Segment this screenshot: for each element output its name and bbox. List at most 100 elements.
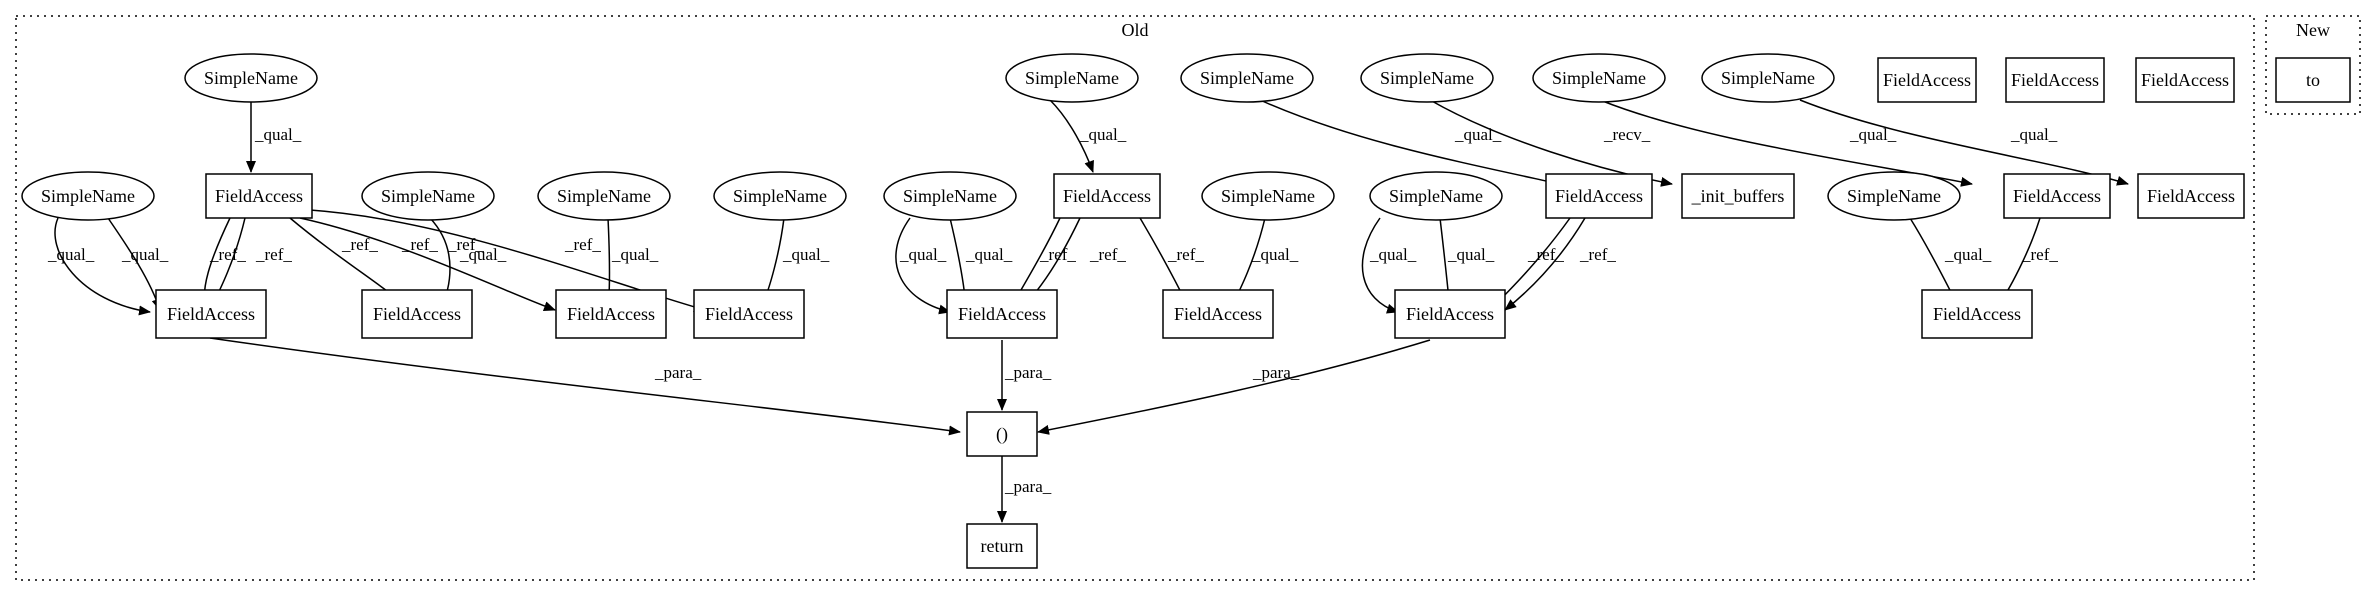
edge-label: _qual_: [965, 245, 1013, 264]
edge-label: _qual_: [47, 245, 95, 264]
node-label: FieldAccess: [373, 304, 461, 324]
node-label: FieldAccess: [2147, 186, 2235, 206]
node-label: (): [996, 424, 1008, 445]
edge-sn7-fa7a: [895, 217, 951, 315]
edge-sn2-fa2b: [107, 217, 162, 311]
fieldaccess-node: FieldAccess: [1053, 173, 1161, 219]
edge-label: _qual_: [782, 245, 830, 264]
node-label: to: [2306, 70, 2320, 90]
simplename-node: SimpleName: [21, 171, 155, 221]
fieldaccess-node: FieldAccess: [1394, 289, 1506, 339]
simplename-node: SimpleName: [1005, 53, 1139, 103]
node-label: return: [981, 536, 1024, 556]
return-node: return: [966, 523, 1038, 569]
fieldaccess-node: FieldAccess: [1162, 289, 1274, 339]
edge-label: _qual_: [1447, 245, 1495, 264]
edge-label: _qual_: [254, 125, 302, 144]
node-label: FieldAccess: [1555, 186, 1643, 206]
init-buffers-node: _init_buffers: [1681, 173, 1795, 219]
fieldaccess-node: FieldAccess: [2003, 173, 2111, 219]
edge-fa1-fa4: [299, 217, 556, 311]
edge-label: _para_: [1004, 363, 1052, 382]
edge-label: _ref_: [1089, 245, 1126, 264]
edge-sn2-fa2: [54, 217, 151, 316]
node-label: _init_buffers: [1691, 186, 1785, 206]
simplename-node: SimpleName: [1360, 53, 1494, 103]
simplename-node: SimpleName: [184, 53, 318, 103]
edge-label: _ref_: [447, 235, 484, 254]
node-label: FieldAccess: [215, 186, 303, 206]
node-label: SimpleName: [1221, 186, 1315, 206]
edge-sn9-fa10: [1259, 99, 1561, 187]
node-label: SimpleName: [1200, 68, 1294, 88]
fieldaccess-node: FieldAccess: [555, 289, 667, 339]
cluster-old-label: Old: [1122, 20, 1149, 40]
node-label: FieldAccess: [1933, 304, 2021, 324]
edge-sn11-fa9a: [1361, 217, 1399, 314]
edge-label: _ref_: [1579, 245, 1616, 264]
node-label: FieldAccess: [1406, 304, 1494, 324]
to-node: to: [2275, 57, 2351, 103]
node-label: FieldAccess: [2011, 70, 2099, 90]
node-label: SimpleName: [1025, 68, 1119, 88]
edge-fa10-fa9b: [1504, 217, 1586, 311]
edge-label: _recv_: [1603, 125, 1651, 144]
edge-label: _para_: [1004, 477, 1052, 496]
edge-label: _ref_: [255, 245, 292, 264]
edge-sn6-fa6: [1049, 99, 1094, 173]
cluster-new-label: New: [2296, 20, 2330, 40]
node-label: FieldAccess: [2013, 186, 2101, 206]
edge-label: _qual_: [899, 245, 947, 264]
edge-label: _ref_: [209, 245, 246, 264]
edge-fa9-paren: [1037, 339, 1431, 435]
node-label: SimpleName: [1380, 68, 1474, 88]
edge-label: _qual_: [1251, 245, 1299, 264]
node-label: SimpleName: [903, 186, 997, 206]
simplename-node: SimpleName: [361, 171, 495, 221]
edge-labels: _qual_ _qual_ _qual_ _ref_ _ref_ _ref_ _…: [47, 125, 2058, 496]
edge-label: _qual_: [1849, 125, 1897, 144]
fieldaccess-node: FieldAccess: [2135, 57, 2235, 103]
node-label: FieldAccess: [567, 304, 655, 324]
node-label: FieldAccess: [167, 304, 255, 324]
edge-label: _ref_: [401, 235, 438, 254]
edge-label: _qual_: [459, 245, 507, 264]
simplename-node: SimpleName: [1180, 53, 1314, 103]
node-label: SimpleName: [41, 186, 135, 206]
fieldaccess-node: FieldAccess: [1545, 173, 1653, 219]
fieldaccess-node: FieldAccess: [155, 289, 267, 339]
node-label: SimpleName: [204, 68, 298, 88]
node-label: SimpleName: [1389, 186, 1483, 206]
edge-label: _qual_: [611, 245, 659, 264]
edge-label: _qual_: [1454, 125, 1502, 144]
edge-label: _qual_: [1369, 245, 1417, 264]
node-label: FieldAccess: [705, 304, 793, 324]
edge-label: _ref_: [1039, 245, 1076, 264]
cluster-old: Old: [15, 15, 2255, 581]
fieldaccess-node: FieldAccess: [946, 289, 1058, 339]
node-label: FieldAccess: [1883, 70, 1971, 90]
edge-sn12-fa11: [1599, 99, 1973, 187]
node-label: FieldAccess: [1063, 186, 1151, 206]
node-label: SimpleName: [1552, 68, 1646, 88]
simplename-node: SimpleName: [1369, 171, 1503, 221]
node-label: FieldAccess: [1174, 304, 1262, 324]
node-label: SimpleName: [1721, 68, 1815, 88]
simplename-node: SimpleName: [1701, 53, 1835, 103]
fieldaccess-node: FieldAccess: [1921, 289, 2033, 339]
simplename-node: SimpleName: [537, 171, 671, 221]
edge-fa2-paren: [209, 337, 961, 436]
simplename-node: SimpleName: [713, 171, 847, 221]
node-label: FieldAccess: [958, 304, 1046, 324]
node-label: FieldAccess: [2141, 70, 2229, 90]
simplename-node: SimpleName: [1827, 171, 1961, 221]
fieldaccess-node: FieldAccess: [693, 289, 805, 339]
edge-label: _para_: [654, 363, 702, 382]
edge-label: _ref_: [1167, 245, 1204, 264]
node-label: SimpleName: [733, 186, 827, 206]
node-label: SimpleName: [557, 186, 651, 206]
edge-label: _ref_: [1527, 245, 1564, 264]
edge-label: _ref_: [564, 235, 601, 254]
edge-label: _para_: [1252, 363, 1300, 382]
